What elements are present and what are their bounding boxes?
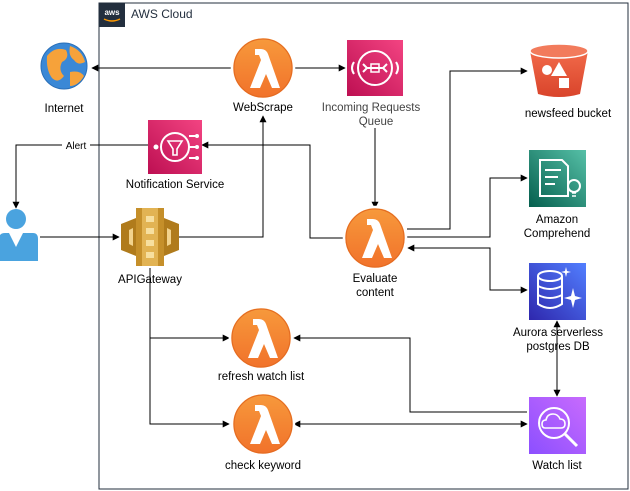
api-gateway-icon — [121, 208, 179, 266]
s3-bucket-icon — [529, 43, 589, 97]
aurora-db-label-line2: postgres DB — [526, 341, 590, 353]
edge-evaluate-bucket — [407, 67, 528, 230]
aws-logo-icon — [99, 3, 125, 27]
api-gateway-node: APIGateway — [118, 208, 182, 286]
user-node — [0, 209, 38, 261]
edge-notification-user — [12, 144, 148, 209]
lambda-icon — [228, 305, 294, 371]
watch-list-node: Watch list — [529, 397, 586, 472]
aurora-icon — [529, 263, 586, 320]
lambda-icon — [230, 391, 296, 457]
user-icon — [0, 209, 38, 261]
newsfeed-bucket-node: newsfeed bucket — [525, 43, 612, 120]
newsfeed-bucket-label: newsfeed bucket — [525, 108, 612, 120]
sqs-queue-icon — [347, 40, 403, 96]
amazon-comprehend-label-line1: Amazon — [536, 214, 578, 226]
internet-label: Internet — [45, 103, 85, 115]
amazon-comprehend-node: Amazon Comprehend — [524, 150, 590, 240]
check-keyword-node: check keyword — [225, 391, 301, 472]
check-keyword-label: check keyword — [225, 460, 301, 472]
edge-apigateway-webscrape — [176, 115, 267, 238]
edge-apigateway-check — [149, 268, 230, 428]
sns-icon — [148, 120, 202, 174]
alert-edge-label: Alert — [66, 141, 87, 152]
aws-cloud-label: AWS Cloud — [131, 7, 193, 21]
edges: Alert — [12, 64, 561, 428]
internet-node: Internet — [40, 42, 88, 115]
edge-evaluate-comprehend — [407, 174, 528, 238]
webscrape-node: WebScrape — [230, 35, 296, 114]
incoming-queue-label-line2: Queue — [359, 116, 394, 128]
webscrape-label: WebScrape — [233, 102, 293, 114]
comprehend-icon — [529, 150, 586, 207]
edge-evaluate-aurora — [407, 244, 528, 294]
refresh-watch-list-label: refresh watch list — [218, 371, 305, 383]
incoming-queue-label-line1: Incoming Requests — [322, 102, 421, 114]
aurora-db-node: Aurora serverless postgres DB — [513, 263, 603, 353]
api-gateway-label: APIGateway — [118, 274, 182, 286]
edge-watchlist-refresh — [293, 334, 527, 413]
globe-icon — [40, 42, 88, 90]
aws-logo-text: aws — [104, 8, 120, 17]
evaluate-content-node: Evaluate content — [342, 205, 408, 299]
aws-cloud-group: aws AWS Cloud — [98, 2, 629, 490]
watch-list-label: Watch list — [532, 460, 582, 472]
notification-service-label: Notification Service — [126, 179, 224, 191]
refresh-watch-list-node: refresh watch list — [218, 305, 305, 383]
search-cloud-icon — [529, 397, 586, 454]
evaluate-content-label-line1: Evaluate — [353, 273, 398, 285]
lambda-icon — [230, 35, 296, 101]
amazon-comprehend-label-line2: Comprehend — [524, 228, 590, 240]
edge-evaluate-notification — [201, 141, 343, 239]
evaluate-content-label-line2: content — [356, 287, 395, 299]
notification-service-node: Notification Service — [126, 120, 224, 191]
aurora-db-label-line1: Aurora serverless — [513, 327, 603, 339]
incoming-queue-node: Incoming Requests Queue — [322, 40, 421, 128]
lambda-icon — [342, 205, 408, 271]
